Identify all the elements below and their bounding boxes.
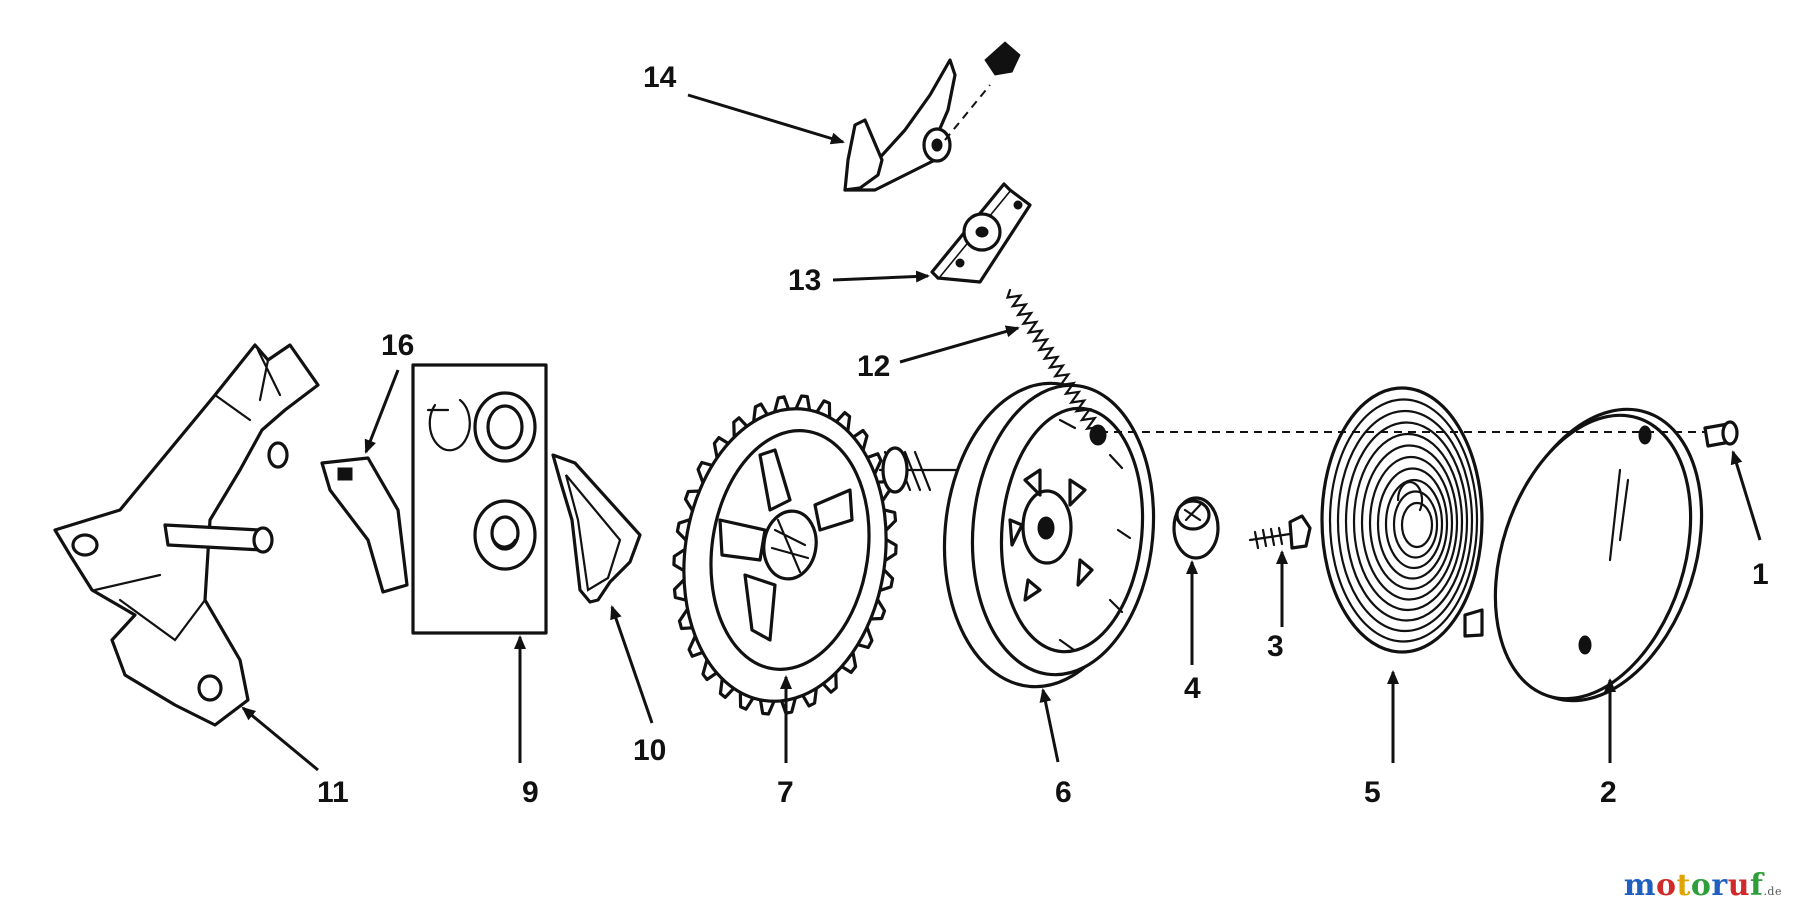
spring-ring <box>1400 501 1434 549</box>
part-9-hardware-kit <box>411 363 548 635</box>
callout-2: 2 <box>1600 776 1617 809</box>
watermark-letter: f <box>1750 868 1764 903</box>
callout-10: 10 <box>633 734 666 767</box>
spring-ring <box>1360 444 1459 601</box>
watermark-letter: t <box>1676 868 1691 903</box>
part-12-spring <box>1005 288 1102 431</box>
spring-ring <box>1336 409 1474 633</box>
spring-ring <box>1392 490 1439 559</box>
part-14-handle <box>843 41 1021 192</box>
leader-arrows <box>241 93 1762 772</box>
part-10-spring-clip <box>551 453 642 604</box>
callout-13: 13 <box>788 264 821 297</box>
callout-1: 1 <box>1752 558 1769 591</box>
part-4-bushing <box>1172 496 1220 560</box>
callout-3: 3 <box>1267 630 1284 663</box>
watermark-suffix: .de <box>1763 885 1782 898</box>
spring-ring <box>1368 455 1454 591</box>
spring-ring <box>1384 478 1444 570</box>
callout-5: 5 <box>1364 776 1381 809</box>
part-2-cover <box>1493 407 1704 703</box>
part-16-pawl <box>320 456 409 594</box>
callout-labels: 14 13 12 16 11 9 10 7 6 4 3 5 2 1 <box>317 61 1769 809</box>
watermark-letter: m <box>1623 868 1657 903</box>
part-7-gear <box>672 394 898 716</box>
part-1-screw <box>1703 420 1739 448</box>
watermark-text: motoruf <box>1624 868 1764 903</box>
spring-ring <box>1376 467 1449 580</box>
callout-12: 12 <box>857 350 890 383</box>
motoruf-watermark: motoruf.de <box>1624 868 1782 903</box>
callout-14: 14 <box>643 61 677 94</box>
spring-ring <box>1352 432 1464 612</box>
watermark-letter: r <box>1711 868 1728 903</box>
callout-4: 4 <box>1184 672 1201 705</box>
part-13-bracket-plate <box>930 182 1032 284</box>
watermark-letter: o <box>1690 868 1712 903</box>
watermark-letter: o <box>1656 868 1677 903</box>
spring-ring <box>1344 421 1469 622</box>
callout-11: 11 <box>317 776 349 809</box>
callout-16: 16 <box>381 329 414 362</box>
part-6-pulley <box>878 381 1156 689</box>
callout-7: 7 <box>777 776 794 809</box>
part-5-recoil-spring <box>1320 386 1484 654</box>
callout-9: 9 <box>522 776 539 809</box>
watermark-letter: u <box>1727 868 1751 903</box>
spring-ring <box>1328 398 1479 643</box>
part-3-screw <box>1248 514 1312 550</box>
callout-6: 6 <box>1055 776 1072 809</box>
part-11-bracket <box>53 343 320 727</box>
